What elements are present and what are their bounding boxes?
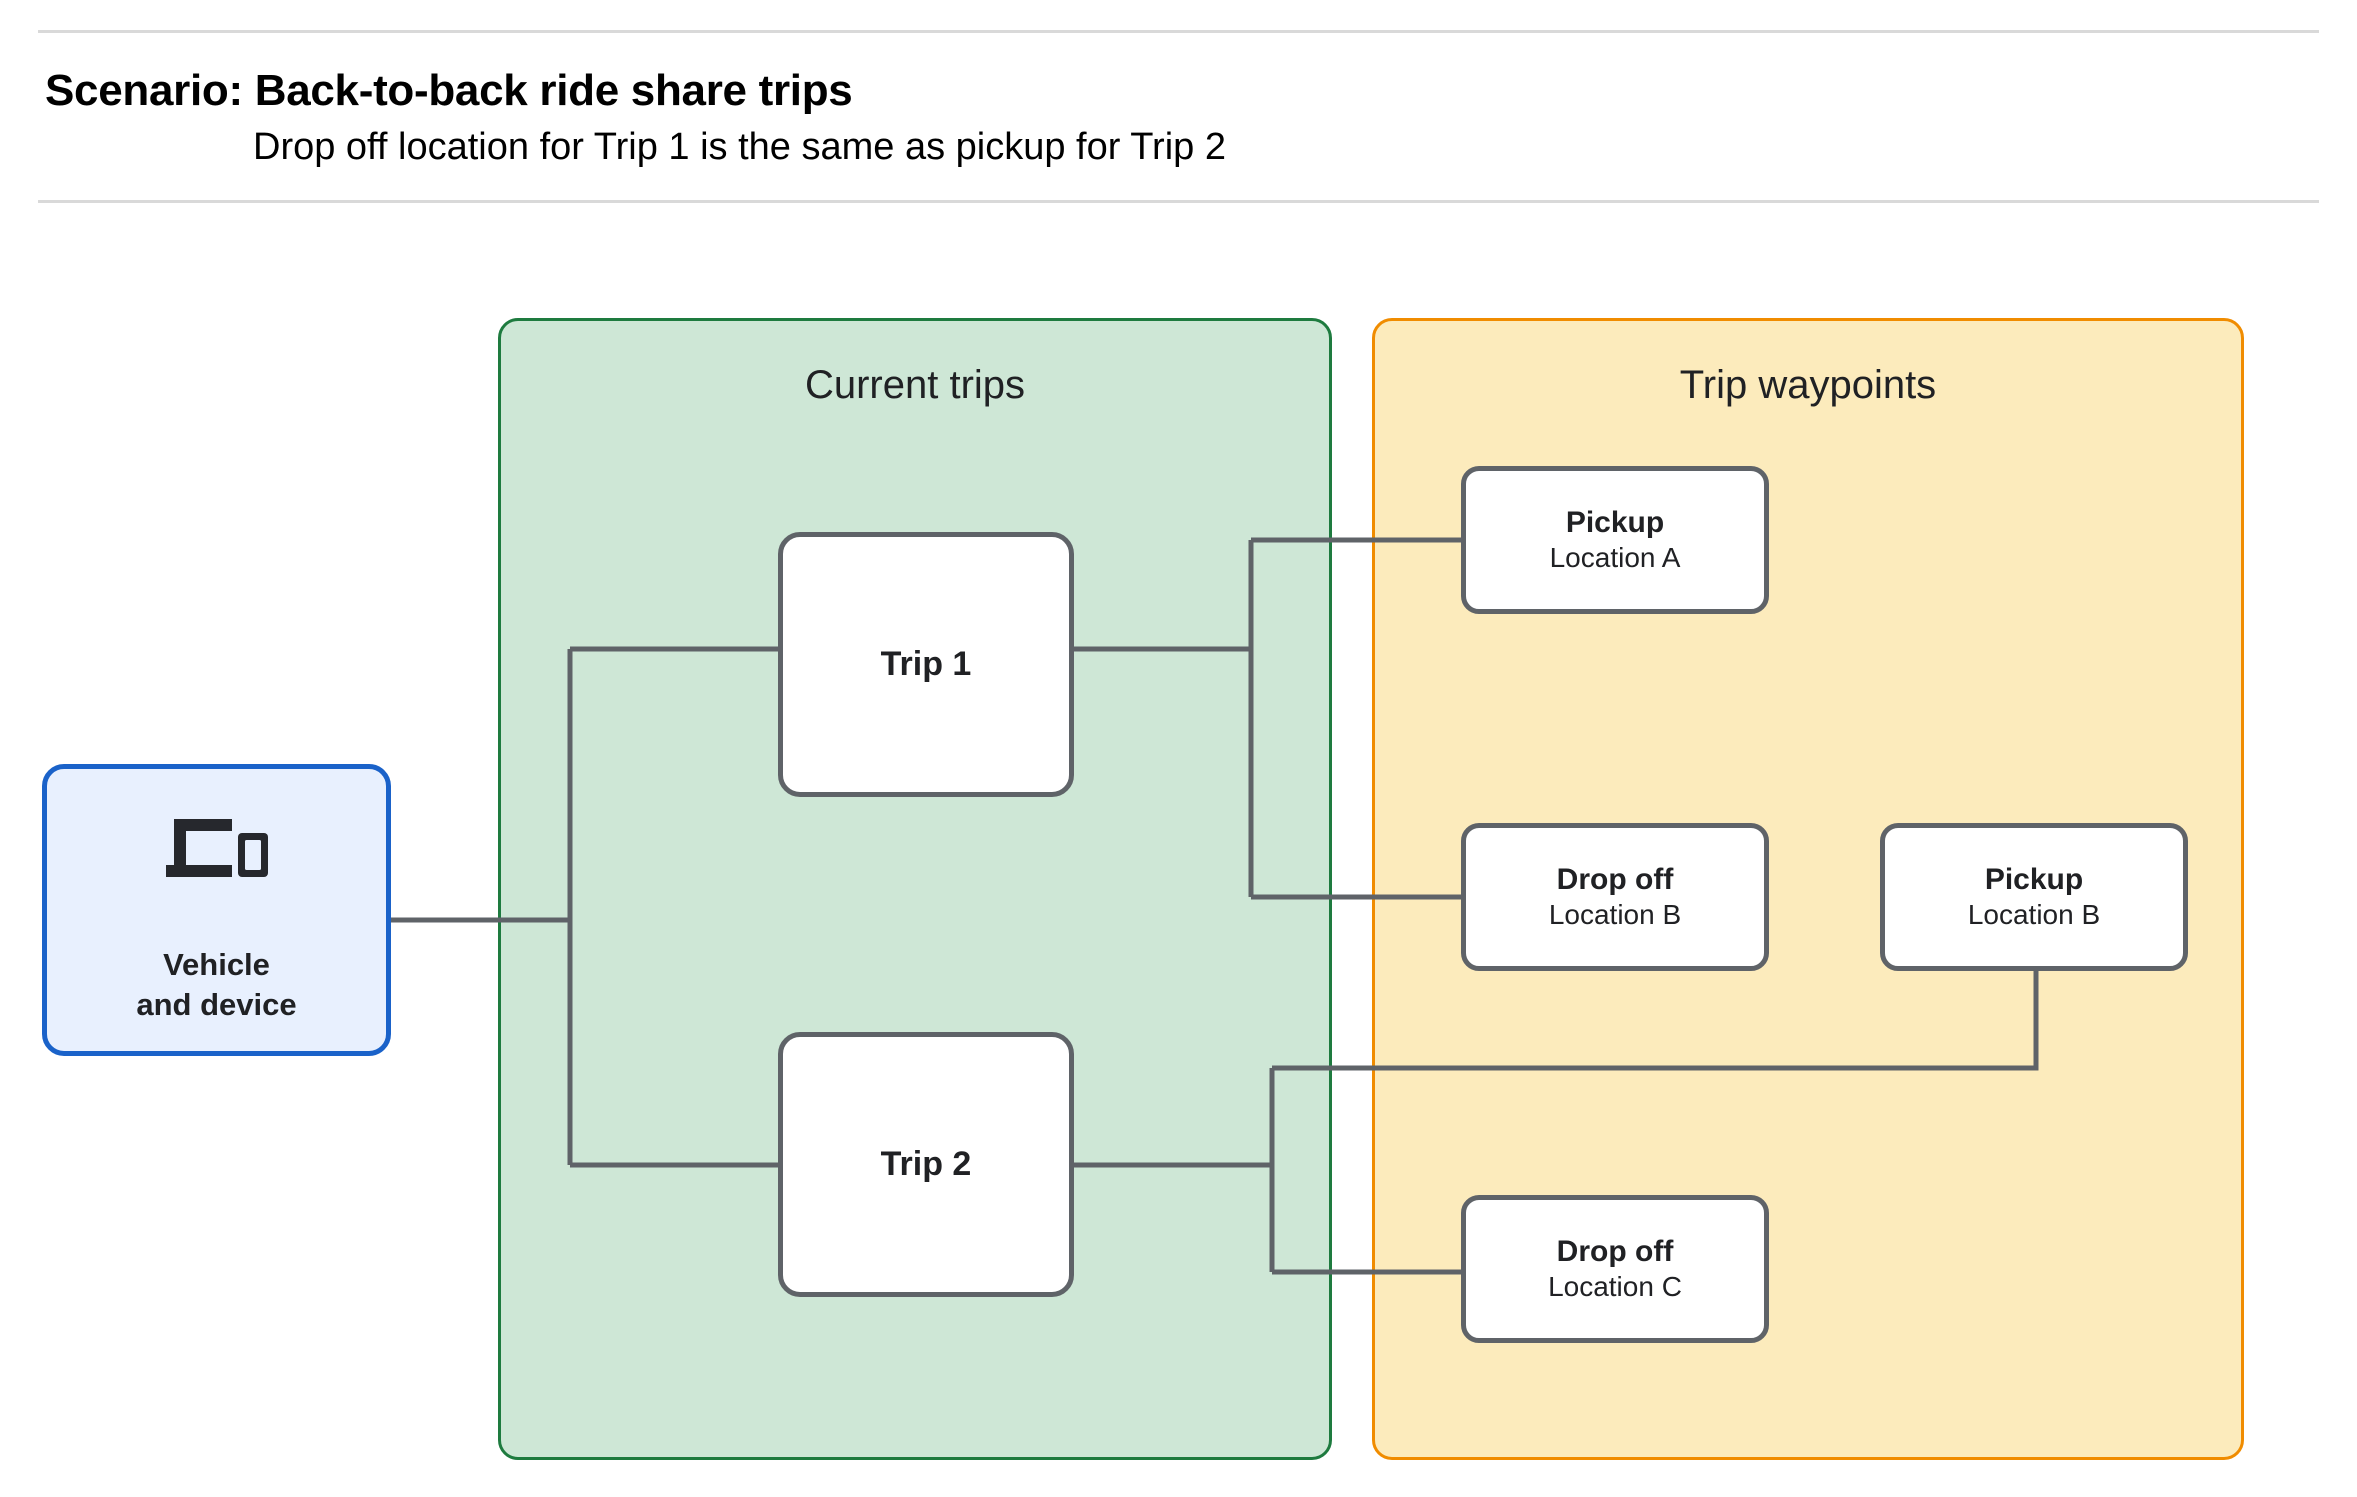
node-trip-1-label: Trip 1: [880, 645, 972, 683]
group-current-trips-title: Current trips: [804, 363, 1026, 407]
waypoint-location: Location B: [1548, 899, 1682, 931]
waypoint-location: Location B: [1967, 899, 2101, 931]
node-trip-2[interactable]: Trip 2: [778, 1032, 1074, 1297]
header-divider-top: [38, 30, 2319, 33]
waypoint-location: Location C: [1548, 1271, 1682, 1303]
header-divider-bottom: [38, 200, 2319, 203]
waypoint-kind: Pickup: [1984, 863, 2084, 897]
node-waypoint-dropoff-c[interactable]: Drop off Location C: [1461, 1195, 1769, 1343]
waypoint-kind: Drop off: [1556, 863, 1674, 897]
node-trip-1[interactable]: Trip 1: [778, 532, 1074, 797]
waypoint-kind: Drop off: [1556, 1235, 1674, 1269]
node-waypoint-pickup-b[interactable]: Pickup Location B: [1880, 823, 2188, 971]
node-waypoint-dropoff-b[interactable]: Drop off Location B: [1461, 823, 1769, 971]
group-trip-waypoints-title: Trip waypoints: [1679, 363, 1937, 407]
node-waypoint-pickup-a[interactable]: Pickup Location A: [1461, 466, 1769, 614]
waypoint-kind: Pickup: [1565, 506, 1665, 540]
vehicle-label: Vehicle and device: [136, 947, 297, 1022]
page-title: Scenario: Back-to-back ride share trips: [45, 66, 853, 115]
waypoint-location: Location A: [1549, 542, 1681, 574]
devices-icon: [165, 819, 268, 877]
node-vehicle-and-device[interactable]: Vehicle and device: [42, 764, 391, 1056]
page-subtitle: Drop off location for Trip 1 is the same…: [253, 126, 1226, 168]
node-trip-2-label: Trip 2: [880, 1145, 972, 1183]
